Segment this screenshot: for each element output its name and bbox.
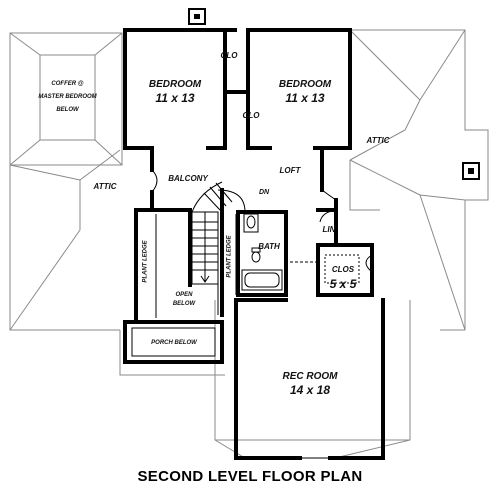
attic-left-label: ATTIC xyxy=(93,182,117,191)
bedroom-1-size: 11 x 13 xyxy=(155,91,195,105)
attic-right-label: ATTIC xyxy=(366,136,390,145)
bedroom-1-name: BEDROOM xyxy=(148,79,202,90)
vent-markers xyxy=(188,8,480,180)
porch-below-label: PORCH BELOW xyxy=(151,340,197,346)
coffer-note-line3: BELOW xyxy=(56,107,79,113)
plant-ledge-left-label: PLANT LEDGE xyxy=(142,240,149,283)
loft-label: LOFT xyxy=(279,166,301,175)
coffer-note-line1: COFFER @ xyxy=(51,81,84,87)
coffer-note-line2: MASTER BEDROOM xyxy=(38,94,97,100)
closet-size: 5 x 5 xyxy=(329,277,357,291)
plan-caption: SECOND LEVEL FLOOR PLAN xyxy=(137,468,363,485)
rec-room-name: REC ROOM xyxy=(282,371,338,382)
rec-room-size: 14 x 18 xyxy=(289,383,331,397)
open-below-line1: OPEN xyxy=(175,292,193,298)
porch-inner-outline xyxy=(131,327,216,357)
plant-ledge-right-label: PLANT LEDGE xyxy=(226,235,233,278)
closet-mid-label: CLO xyxy=(242,111,260,120)
roof-outline xyxy=(9,29,489,459)
closet-name: CLOS xyxy=(331,265,355,274)
balcony-label: BALCONY xyxy=(168,174,208,183)
open-below-line2: BELOW xyxy=(172,301,196,307)
bath-fixtures xyxy=(241,213,283,291)
door-swings xyxy=(151,169,373,284)
bedroom-2-size: 11 x 13 xyxy=(285,91,325,105)
bath-label: BATH xyxy=(258,242,280,251)
stair-down-label: DN xyxy=(258,189,270,196)
bedroom-2-name: BEDROOM xyxy=(278,79,332,90)
linen-label: LIN xyxy=(322,225,336,234)
walls xyxy=(123,28,385,460)
closet-top-label: CLO xyxy=(220,51,238,60)
staircase xyxy=(191,181,246,285)
